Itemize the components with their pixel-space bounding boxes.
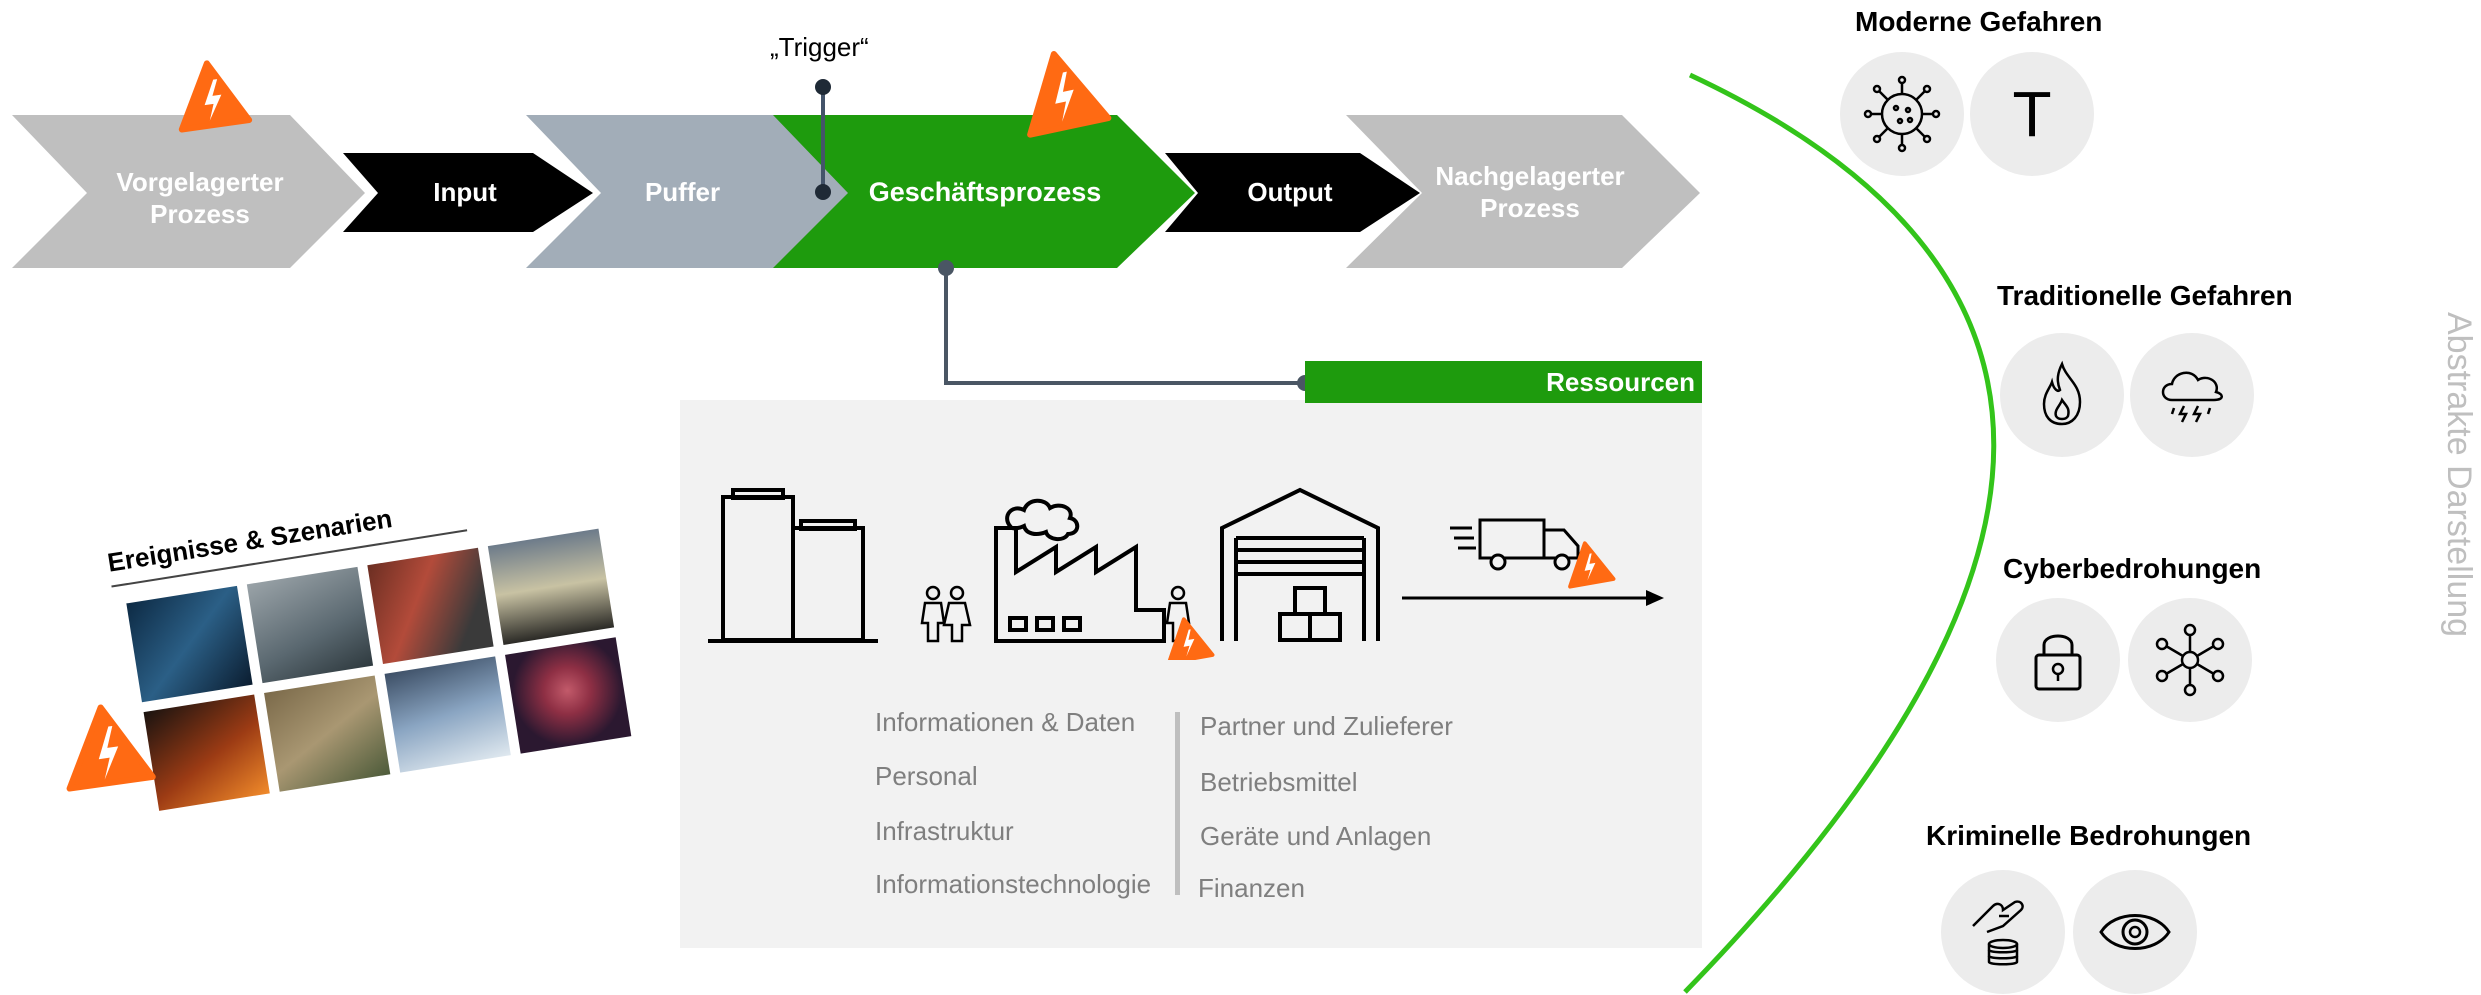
arrow-head [1646, 590, 1664, 606]
truck-icon [1450, 518, 1580, 571]
resource-item: Betriebsmittel [1200, 767, 1358, 797]
warning-icon [1568, 541, 1616, 589]
downstream-label-line2: Prozess [1480, 193, 1580, 223]
people-icon [920, 585, 972, 643]
surveillance-icon-circle [2073, 870, 2197, 994]
bribery-icon-circle [1941, 870, 2065, 994]
threat-boundary-arc [1683, 72, 1997, 994]
resource-item: Geräte und Anlagen [1200, 821, 1432, 851]
trigger-dot-top [815, 79, 831, 95]
landslide-photo [264, 675, 391, 792]
eye-icon [2099, 914, 2171, 950]
protest-photo [367, 547, 494, 665]
resource-item: Informationstechnologie [875, 869, 1152, 899]
factory-icon [994, 498, 1166, 643]
buffer-label: Puffer [644, 177, 721, 207]
letter-t-icon: T [2012, 78, 2052, 150]
radiation-icon-circle: T [1970, 52, 2094, 176]
warning-icon [1027, 50, 1112, 138]
input-label: Input [433, 177, 497, 207]
network-icon-circle [2128, 598, 2252, 722]
upstream-label-line2: Prozess [150, 199, 250, 229]
lock-icon [2034, 634, 2082, 691]
fire-icon [2042, 360, 2082, 426]
storm-photo [246, 566, 374, 684]
resources-illustration [708, 487, 1664, 660]
traditional-threats-title: Traditionelle Gefahren [1997, 280, 2293, 311]
input-chevron [343, 153, 593, 232]
resource-divider [1175, 712, 1180, 895]
resources-title: Ressourcen [1546, 367, 1695, 397]
flood-photo [384, 656, 511, 773]
resources-header [1305, 361, 1702, 403]
business-process-label: Geschäftsprozess [868, 177, 1102, 207]
output-label: Output [1247, 177, 1333, 207]
resource-item: Informationen & Daten [875, 707, 1136, 737]
resource-item: Partner und Zulieferer [1200, 711, 1453, 741]
downstream-process-chevron [1346, 115, 1700, 268]
network-icon [2155, 623, 2225, 697]
criminal-threats-title: Kriminelle Bedrohungen [1926, 820, 2252, 851]
virus-icon [1863, 75, 1941, 153]
downstream-label-line1: Nachgelagerter [1435, 161, 1625, 191]
business-process-chevron [773, 115, 1195, 268]
modern-threats-title: Moderne Gefahren [1855, 6, 2103, 37]
trigger-dot-bottom [815, 184, 831, 200]
explosion-photo [487, 528, 615, 645]
hand-coins-icon [1972, 900, 2024, 966]
warning-icon [66, 704, 156, 792]
resource-item: Infrastruktur [875, 816, 1014, 846]
warehouse-icon [1220, 487, 1380, 642]
virus-photo [505, 637, 632, 754]
cyber-threats-title: Cyberbedrohungen [2003, 553, 2262, 584]
storm-cloud-icon [2161, 371, 2223, 423]
resource-item: Finanzen [1198, 873, 1305, 903]
warning-icon [178, 60, 253, 133]
upstream-process-chevron [12, 115, 365, 268]
fire-icon-circle [2000, 333, 2124, 457]
warning-icon [1167, 617, 1215, 660]
connector-dot-top [938, 260, 954, 276]
trigger-label: „Trigger“ [770, 32, 869, 62]
upstream-process-label: Vorgelagerter Prozess [95, 166, 305, 230]
output-chevron [1165, 153, 1420, 232]
resource-item: Personal [875, 761, 978, 791]
abstract-representation-label: Abstrakte Darstellung [2440, 312, 2478, 638]
resource-connector [944, 268, 1305, 385]
downstream-process-label: Nachgelagerter Prozess [1420, 160, 1640, 224]
upstream-label-line1: Vorgelagerter [116, 167, 284, 197]
storm-icon-circle [2130, 333, 2254, 457]
office-building-icon [708, 488, 878, 643]
cyber-lock-photo [126, 585, 253, 703]
buffer-chevron [526, 115, 857, 268]
lock-icon-circle [1996, 598, 2120, 722]
resources-panel [680, 400, 1702, 948]
virus-icon-circle [1840, 52, 1964, 176]
